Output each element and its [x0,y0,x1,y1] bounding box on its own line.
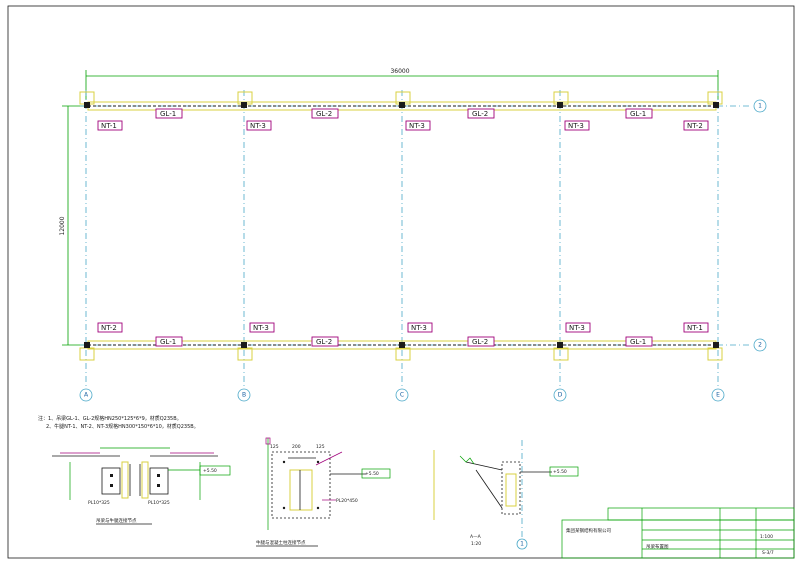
svg-text:NT-1: NT-1 [687,324,703,332]
beam-tag: GL-2 [467,336,495,347]
node-tag: NT-3 [246,120,272,131]
node-tag: NT-3 [565,322,591,333]
svg-text:GL-1: GL-1 [630,338,646,346]
detail3-axis: 1 [520,541,524,548]
node-tag: NT-3 [405,120,431,131]
detail-section-a-a: +5.50 A—A 1:20 1 [433,440,579,550]
svg-text:NT-3: NT-3 [568,122,584,130]
svg-text:NT-2: NT-2 [687,122,703,130]
vertical-axis-lines [85,90,719,388]
svg-text:NT-3: NT-3 [250,122,266,130]
detail1-elevation: +5.50 [203,468,217,474]
detail1-plate-right: PL10*325 [148,500,170,506]
beam-tag: GL-1 [155,108,183,119]
title-drawing-name: 吊梁布置图 [646,543,669,550]
dim-height-text: 12000 [59,216,66,235]
svg-text:NT-3: NT-3 [409,122,425,130]
axis-bubbles-horizontal: 1 2 [753,99,767,352]
detail-bracket-column: 125 200 125 +5.50 PL20*450 牛腿与混凝土柱连接节点 [256,437,391,547]
svg-text:GL-1: GL-1 [160,110,176,118]
svg-text:GL-1: GL-1 [160,338,176,346]
beam-tag: GL-1 [625,108,653,119]
node-tag: NT-3 [249,322,275,333]
note-line-2: 2、牛腿NT-1、NT-2、NT-3规格HN300*150*6*10，材质Q23… [46,423,199,430]
detail2-plate: PL20*450 [336,498,358,504]
beam-tag: GL-2 [311,108,339,119]
detail-beam-bracket: +5.50 PL10*325 PL10*325 吊梁与牛腿连接节点 [52,447,231,525]
column-nodes-row-2 [79,342,723,361]
beam-tag: GL-1 [625,336,653,347]
node-tag: NT-2 [97,322,123,333]
detail2-elevation: +5.50 [365,471,379,477]
detail2-dim-3: 125 [316,444,325,450]
beam-tag: GL-2 [311,336,339,347]
beam-tags-row-1: GL-1 GL-2 GL-2 GL-1 [155,108,653,119]
svg-text:GL-1: GL-1 [630,110,646,118]
node-tags-row-2: NT-2 NT-3 NT-3 NT-3 NT-1 [97,322,709,333]
sheet-frame [7,5,795,559]
svg-text:NT-3: NT-3 [253,324,269,332]
axis-label-d: D [558,392,563,399]
detail3-scale: 1:20 [471,541,481,547]
beam-tags-row-2: GL-1 GL-2 GL-2 GL-1 [155,336,653,347]
node-tag: NT-1 [97,120,123,131]
svg-text:GL-2: GL-2 [472,110,488,118]
axis-label-1: 1 [758,103,762,110]
node-tags-row-1: NT-1 NT-3 NT-3 NT-3 NT-2 [97,120,709,131]
beam-tag: GL-1 [155,336,183,347]
dimension-overall-height: 12000 [59,105,88,346]
horizontal-axis-lines [80,105,752,346]
axis-label-a: A [84,392,89,399]
detail2-title: 牛腿与混凝土柱连接节点 [256,539,306,546]
node-tag: NT-3 [407,322,433,333]
svg-text:GL-2: GL-2 [472,338,488,346]
detail2-dim-2: 200 [292,444,301,450]
title-sheet-no: S-3/7 [762,550,774,556]
node-tag: NT-2 [683,120,709,131]
node-tag: NT-1 [683,322,709,333]
svg-text:NT-1: NT-1 [101,122,117,130]
axis-label-b: B [242,392,246,399]
svg-text:GL-2: GL-2 [316,110,332,118]
note-line-1: 注：1、吊梁GL-1、GL-2规格HN250*125*6*9，材质Q235B。 [38,415,182,422]
detail3-section-label: A—A [470,534,482,540]
detail3-elevation: +5.50 [553,469,567,475]
axis-bubbles-vertical: A B C D E [79,388,725,402]
beam-tag: GL-2 [467,108,495,119]
dim-width-text: 36000 [390,68,409,75]
detail2-dim-1: 125 [270,444,279,450]
column-nodes-row-1 [79,91,723,108]
title-scale: 1:100 [760,534,773,540]
svg-text:NT-3: NT-3 [411,324,427,332]
axis-label-c: C [400,392,404,399]
axis-label-e: E [716,392,720,399]
node-tag: NT-3 [564,120,590,131]
title-block: 集团某钢结构有限公司 吊梁布置图 1:100 S-3/7 [561,507,795,559]
detail1-title: 吊梁与牛腿连接节点 [96,517,137,524]
svg-text:NT-2: NT-2 [101,324,117,332]
svg-text:GL-2: GL-2 [316,338,332,346]
svg-text:NT-3: NT-3 [569,324,585,332]
title-company: 集团某钢结构有限公司 [566,527,611,534]
axis-label-2: 2 [758,342,762,349]
detail1-plate-left: PL10*325 [88,500,110,506]
general-notes: 注：1、吊梁GL-1、GL-2规格HN250*125*6*9，材质Q235B。 … [38,415,199,430]
